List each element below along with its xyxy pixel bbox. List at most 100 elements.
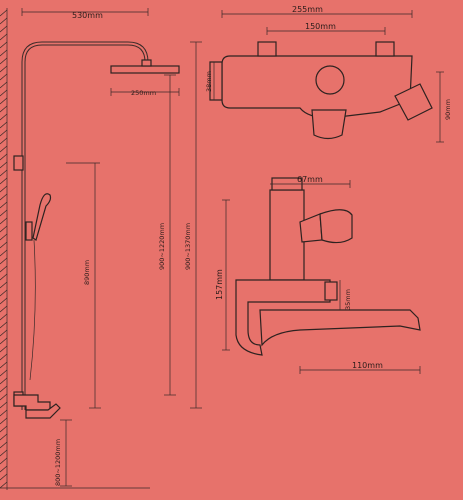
slide-holder	[25, 221, 33, 241]
dim-head-diameter: 250mm	[110, 88, 180, 97]
hatch-line	[0, 65, 8, 73]
hose	[29, 239, 36, 381]
hatch-line	[0, 257, 8, 265]
dim-install-height: 800~1200mm	[54, 419, 72, 487]
dim-spout-length: 110mm	[299, 361, 421, 374]
hatch-line	[0, 361, 8, 369]
label-connector-width: 67mm	[297, 175, 323, 184]
label-arm-reach: 530mm	[72, 11, 103, 20]
hatch-line	[0, 385, 8, 393]
label-inlet-spacing: 150mm	[305, 22, 336, 31]
hatch-line	[0, 121, 8, 129]
hatch-line	[0, 441, 8, 449]
hatch-line	[0, 33, 8, 41]
mixer-body	[221, 55, 413, 119]
hatch-line	[0, 233, 8, 241]
hatch-line	[0, 201, 8, 209]
hand-shower	[32, 193, 52, 241]
hatch-line	[0, 297, 8, 305]
label-spout-length: 110mm	[352, 361, 383, 370]
spout-arm	[259, 309, 421, 347]
hatch-line	[0, 305, 8, 313]
label-outlet-height: 90mm	[444, 99, 452, 120]
hatch-line	[0, 417, 8, 425]
label-head-diameter: 250mm	[131, 89, 156, 97]
hatch-line	[0, 273, 8, 281]
label-mixer-width: 255mm	[292, 5, 323, 14]
hatch-line	[0, 161, 8, 169]
diverter	[324, 281, 338, 301]
hatch-line	[0, 137, 8, 145]
label-knob-offset: 35mm	[344, 289, 352, 310]
hatch-line	[0, 9, 8, 17]
hatch-line	[0, 49, 8, 57]
hatch-line	[0, 457, 8, 465]
hatch-line	[0, 193, 8, 201]
dim-mixer-depth: 38mm	[205, 62, 215, 100]
hatch-line	[0, 313, 8, 321]
hatch-line	[0, 281, 8, 289]
dim-knob-offset: 35mm	[339, 280, 352, 310]
mixer-top-view	[209, 41, 433, 140]
connector-column	[269, 189, 305, 281]
hatch-line	[0, 105, 8, 113]
hatch-line	[0, 345, 8, 353]
hatch-line	[0, 73, 8, 81]
hatch-line	[0, 225, 8, 233]
hatch-line	[0, 145, 8, 153]
dim-bar-height: 900~1370mm	[184, 41, 202, 409]
right-outlet	[394, 83, 433, 121]
hatch-line	[0, 129, 8, 137]
label-install-height: 800~1200mm	[54, 439, 62, 486]
bottom-spout	[25, 403, 61, 419]
hatch-line	[0, 57, 8, 65]
hatch-line	[0, 249, 8, 257]
inlet-left	[257, 41, 277, 57]
hatch-line	[0, 185, 8, 193]
shower-head-joint	[141, 59, 152, 67]
shower-column	[13, 41, 180, 419]
riser-pipe-inner	[24, 44, 146, 410]
label-handheld-height: 890mm	[83, 260, 91, 285]
left-knob	[209, 61, 223, 101]
control-lever	[311, 109, 347, 140]
knob-handle	[319, 209, 353, 244]
dim-inlet-spacing: 150mm	[266, 22, 386, 35]
hatch-line	[0, 177, 8, 185]
hatch-line	[0, 401, 8, 409]
hatch-line	[0, 425, 8, 433]
dim-slide-range: 900~1220mm	[158, 74, 176, 396]
hatch-line	[0, 217, 8, 225]
hatch-line	[0, 169, 8, 177]
hatch-line	[0, 89, 8, 97]
spout-base	[235, 279, 331, 356]
dim-handheld-height: 890mm	[66, 162, 101, 409]
hatch-line	[0, 473, 8, 481]
wall-bracket-top	[13, 155, 24, 171]
hatch-line	[0, 353, 8, 361]
inlet-right	[375, 41, 395, 57]
hatch-line	[0, 329, 8, 337]
wall-hatching	[0, 8, 8, 490]
shower-head	[110, 65, 180, 74]
hatch-line	[0, 41, 8, 49]
hatch-line	[0, 369, 8, 377]
dim-mixer-width: 255mm	[221, 5, 413, 18]
hatch-line	[0, 25, 8, 33]
hatch-line	[0, 481, 8, 489]
hatch-line	[0, 265, 8, 273]
hatch-line	[0, 321, 8, 329]
riser-pipe	[21, 41, 149, 410]
hatch-line	[0, 409, 8, 417]
dim-connector-width: 67mm	[270, 175, 351, 188]
dim-riser-height: 157mm	[215, 199, 230, 351]
control-knob	[315, 65, 345, 95]
hatch-line	[0, 97, 8, 105]
hatch-line	[0, 113, 8, 121]
hatch-line	[0, 153, 8, 161]
dim-arm-reach: 530mm	[21, 8, 149, 20]
hatch-line	[0, 81, 8, 89]
hatch-line	[0, 377, 8, 385]
